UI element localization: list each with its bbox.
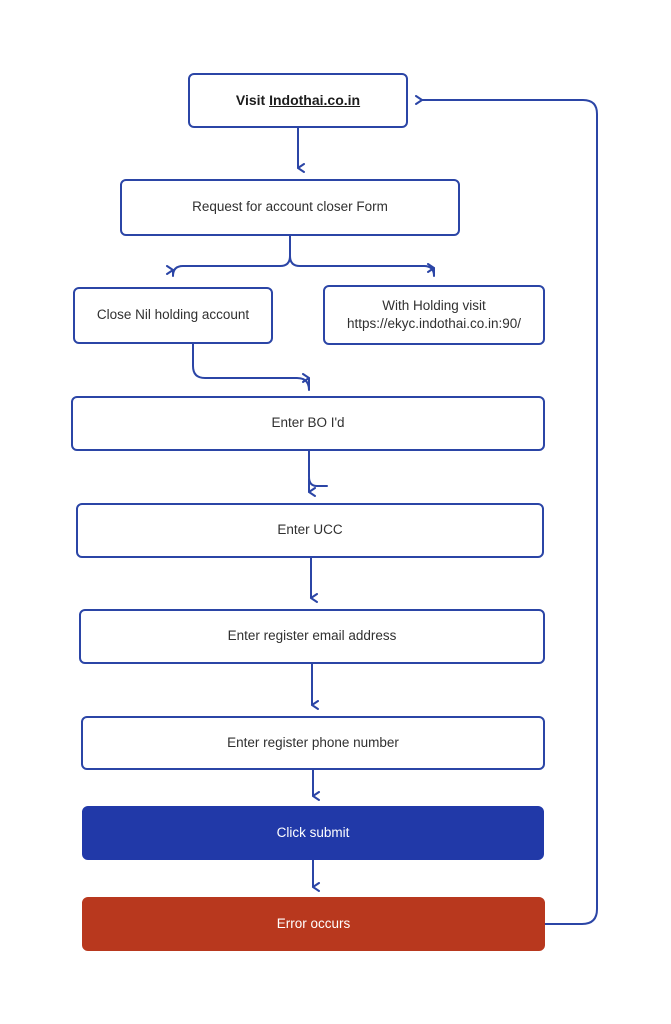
node-enter-bo-id[interactable]: Enter BO I'd: [71, 396, 545, 451]
node-click-submit[interactable]: Click submit: [82, 806, 544, 860]
edge-enter-bo-id-to-enter-ucc: [308, 450, 328, 487]
node-enter-ucc[interactable]: Enter UCC: [76, 503, 544, 558]
node-enter-register-phone-number-label: Enter register phone number: [227, 734, 399, 750]
node-enter-register-email-address[interactable]: Enter register email address: [79, 609, 545, 664]
edge-request-to-with-holding: [289, 235, 435, 277]
node-enter-register-phone-number[interactable]: Enter register phone number: [81, 716, 545, 770]
node-enter-register-email-address-label: Enter register email address: [227, 628, 397, 644]
node-error-occurs-label: Error occurs: [276, 915, 351, 931]
edge-request-to-close-nil: [166, 235, 291, 277]
node-close-nil-holding-account[interactable]: Close Nil holding account: [73, 287, 273, 344]
node-error-occurs[interactable]: Error occurs: [82, 897, 545, 951]
node-with-holding-visit-label: With Holding visit https://ekyc.indothai…: [346, 297, 522, 331]
node-visit-indothai[interactable]: Visit Indothai.co.in: [188, 73, 408, 128]
node-enter-bo-id-label: Enter BO I'd: [271, 415, 345, 431]
node-with-holding-visit[interactable]: With Holding visit https://ekyc.indothai…: [323, 285, 545, 345]
node-request-account-closer-form-label: Request for account closer Form: [192, 199, 388, 215]
node-request-account-closer-form[interactable]: Request for account closer Form: [120, 179, 460, 236]
node-visit-indothai-label: Visit Indothai.co.in: [235, 92, 361, 109]
node-click-submit-label: Click submit: [276, 824, 350, 840]
node-close-nil-holding-account-label: Close Nil holding account: [96, 307, 250, 323]
edge-close-nil-to-enter-bo-id: [192, 343, 310, 391]
node-enter-ucc-label: Enter UCC: [277, 522, 343, 538]
